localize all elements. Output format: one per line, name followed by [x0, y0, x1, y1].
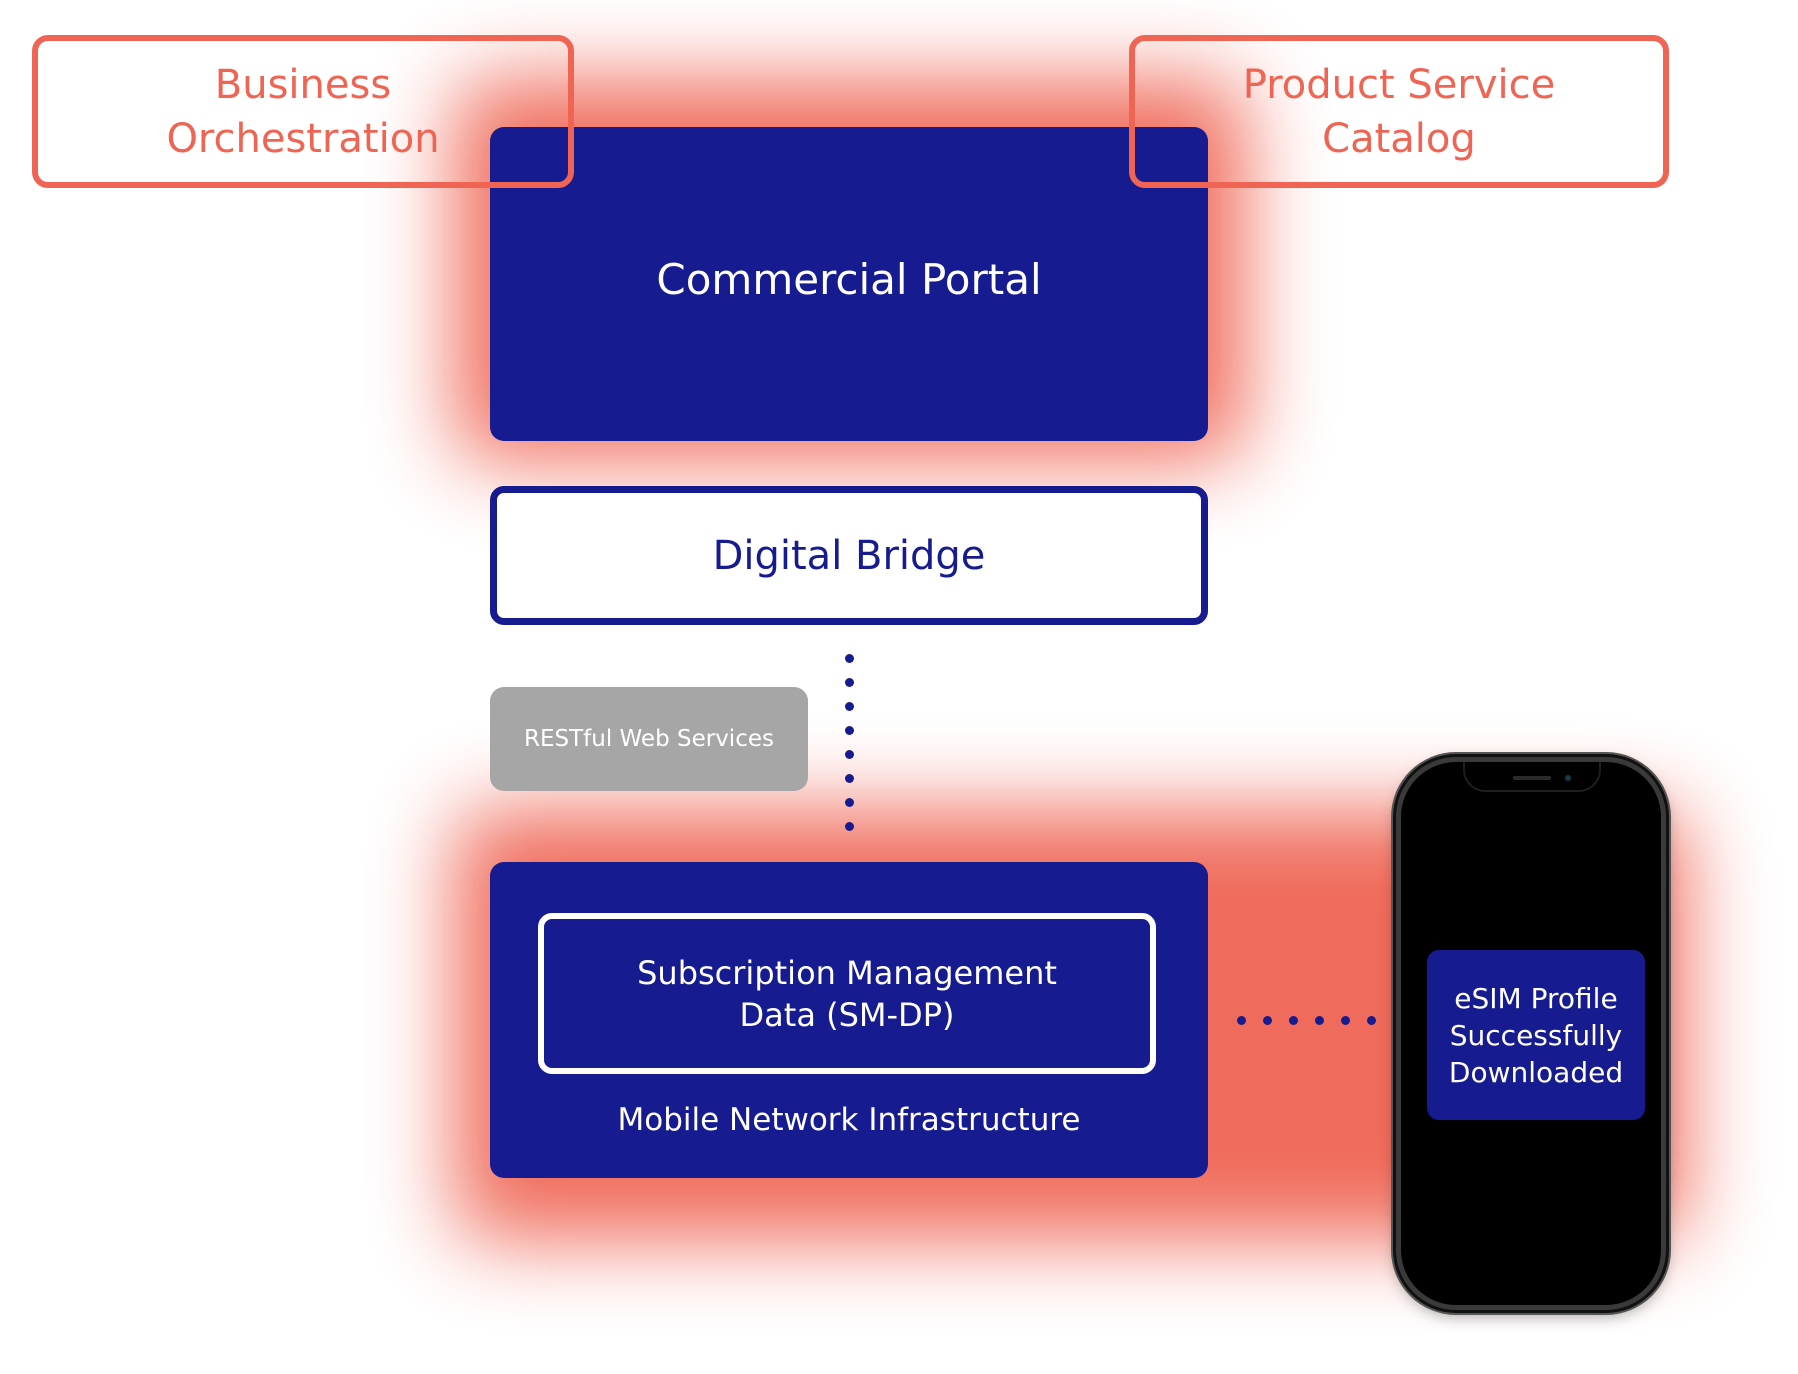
connector-dot [845, 798, 854, 807]
digital-bridge-label: Digital Bridge [712, 532, 986, 579]
phone-speaker [1513, 776, 1551, 780]
connector-dot [1315, 1016, 1324, 1025]
connector-dot [1341, 1016, 1350, 1025]
connector-dot [845, 726, 854, 735]
esim-status-box: eSIM Profile Successfully Downloaded [1427, 950, 1645, 1120]
commercial-portal-label: Commercial Portal [656, 254, 1042, 304]
connector-dot [1237, 1016, 1246, 1025]
commercial-portal-box: Commercial Portal [490, 127, 1208, 441]
phone-camera-icon [1565, 775, 1571, 781]
connector-dot [845, 654, 854, 663]
business-orchestration-label: Business Orchestration [166, 61, 440, 162]
sm-dp-box: Subscription Management Data (SM-DP) [538, 913, 1156, 1074]
connector-dot [1367, 1016, 1376, 1025]
connector-dot [845, 750, 854, 759]
connector-dot [845, 822, 854, 831]
connector-dot [845, 774, 854, 783]
mobile-network-infrastructure-label: Mobile Network Infrastructure [617, 1102, 1081, 1138]
digital-bridge-box: Digital Bridge [490, 486, 1208, 625]
connector-dot [1289, 1016, 1298, 1025]
connector-dot [1263, 1016, 1272, 1025]
connector-dot [845, 678, 854, 687]
sm-dp-label: Subscription Management Data (SM-DP) [637, 953, 1057, 1034]
restful-web-services-label: RESTful Web Services [524, 726, 774, 752]
connector-dot [845, 702, 854, 711]
smartphone: eSIM Profile Successfully Downloaded [1396, 757, 1666, 1310]
product-service-catalog-label: Product Service Catalog [1242, 61, 1556, 162]
mobile-network-infrastructure-box: Subscription Management Data (SM-DP) Mob… [490, 862, 1208, 1178]
esim-status-label: eSIM Profile Successfully Downloaded [1448, 981, 1624, 1089]
restful-web-services-box: RESTful Web Services [490, 687, 808, 791]
product-service-catalog-box: Product Service Catalog [1129, 35, 1669, 188]
business-orchestration-box: Business Orchestration [32, 35, 574, 188]
